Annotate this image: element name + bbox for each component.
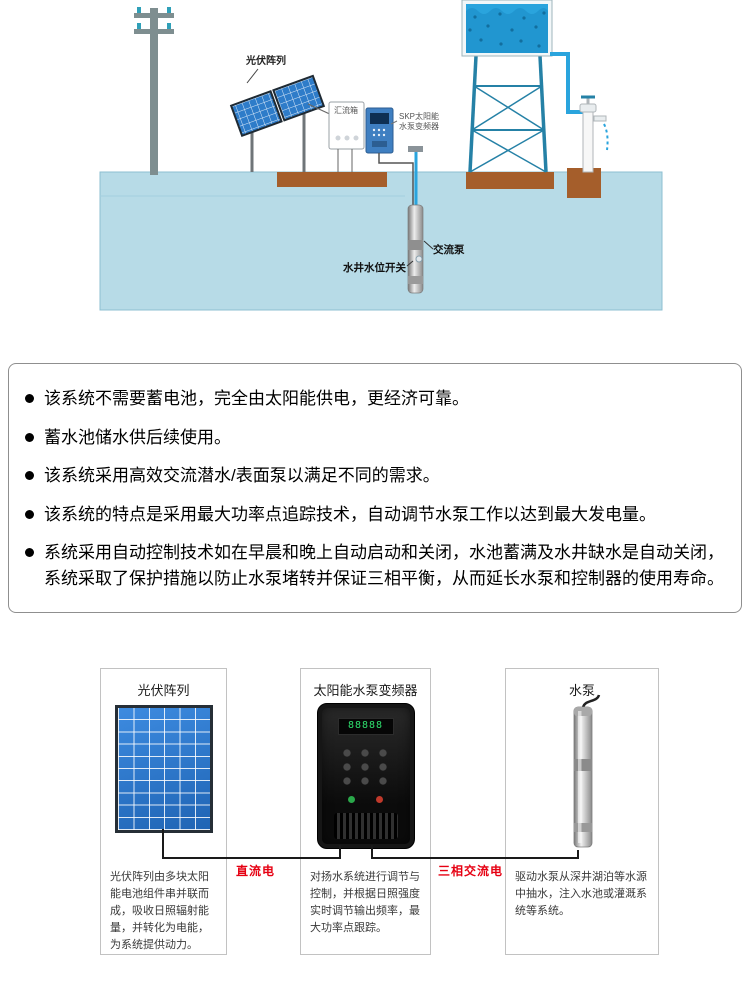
card-title: 光伏阵列 [137,683,190,698]
inverter-display: 88888 [337,718,394,735]
feature-text: 系统采用自动控制技术如在早晨和晚上自动启动和关闭，水池蓄满及水井缺水是自动关闭，… [44,543,724,588]
card-description: 光伏阵列由多块太阳能电池组件串并联而成，吸收日照辐射能量，并转化为电能，为系统提… [110,871,209,952]
combiner-box-icon [328,101,365,172]
soil-patch [466,172,554,189]
component-card-pump: 水泵 驱动水泵从深井湖泊等水源中抽水，注入水池或灌溉系统等系统。 [505,668,659,955]
inverter-image: 88888 [316,703,415,849]
feature-item: 该系统不需要蓄电池，完全由太阳能供电，更经济可靠。 [25,386,725,412]
dc-power-label: 直流电 [236,864,276,878]
feature-text: 该系统不需要蓄电池，完全由太阳能供电，更经济可靠。 [44,389,469,408]
faucet-icon [550,52,609,173]
system-diagram-canvas: 光伏阵列 汇流箱 SKP太阳能 水泵变频器 [99,0,663,311]
system-diagram: 光伏阵列 汇流箱 SKP太阳能 水泵变频器 [0,0,750,355]
soil-patch [567,168,601,198]
feature-item: 系统采用自动控制技术如在早晨和晚上自动启动和关闭，水池蓄满及水井缺水是自动关闭，… [25,540,725,591]
ac-power-label: 三相交流电 [438,864,504,878]
run-led [347,796,355,803]
component-card-pv-array: 光伏阵列 光伏阵列由多块太阳能电池组件串并联而成，吸收日照辐射能量，并转化为电能… [100,668,227,955]
feature-item: 蓄水池储水供后续使用。 [25,425,725,451]
inverter-icon [365,107,414,205]
utility-pole-icon [134,7,174,175]
inverter-label-line2: 水泵变频器 [399,121,439,131]
water-pump-image [573,694,601,848]
card-description: 对扬水系统进行调节与控制，并根据日照强度实时调节输出频率，最大功率点跟踪。 [310,871,420,935]
card-title: 太阳能水泵变频器 [313,683,418,698]
feature-text: 该系统的特点是采用最大功率点追踪技术，自动调节水泵工作以达到最大发电量。 [44,504,656,524]
bullet-icon [25,432,34,442]
water-level-switch-label: 水井水位开关 [342,261,406,274]
feature-text: 该系统采用高效交流潜水/表面泵以满足不同的需求。 [44,466,440,485]
card-title: 水泵 [568,683,595,698]
pv-array-label: 光伏阵列 [245,54,286,67]
component-cards: 光伏阵列 光伏阵列由多块太阳能电池组件串并联而成，吸收日照辐射能量，并转化为电能… [0,623,750,973]
card-description: 驱动水泵从深井湖泊等水源中抽水，注入水池或灌溉系统等系统。 [515,871,647,918]
feature-text: 蓄水池储水供后续使用。 [44,427,231,447]
water-tank-icon [461,0,553,57]
component-card-inverter: 太阳能水泵变频器 88888 对扬水系统进行调节与控制，并根据日照强度实时调节输… [300,668,431,955]
feature-item: 该系统采用高效交流潜水/表面泵以满足不同的需求。 [25,463,725,489]
solar-panel-image [114,705,213,833]
inverter-vents [333,813,398,839]
bullet-icon [25,509,34,519]
pv-array-icon [229,68,326,172]
combiner-box-label: 汇流箱 [334,105,358,115]
features-panel: 该系统不需要蓄电池，完全由太阳能供电，更经济可靠。 蓄水池储水供后续使用。 该系… [8,363,742,613]
feature-item: 该系统的特点是采用最大功率点追踪技术，自动调节水泵工作以达到最大发电量。 [25,502,725,528]
inverter-keypad [339,746,393,788]
bullet-icon [25,394,34,403]
bullet-icon [25,471,34,480]
ac-pump-label: 交流泵 [433,243,465,256]
inverter-label-line1: SKP太阳能 [399,111,439,121]
bullet-icon [25,548,34,557]
well-pump-icon [406,146,434,294]
water-tower-icon [468,55,548,173]
soil-patch [277,172,387,187]
stop-led [375,796,383,803]
